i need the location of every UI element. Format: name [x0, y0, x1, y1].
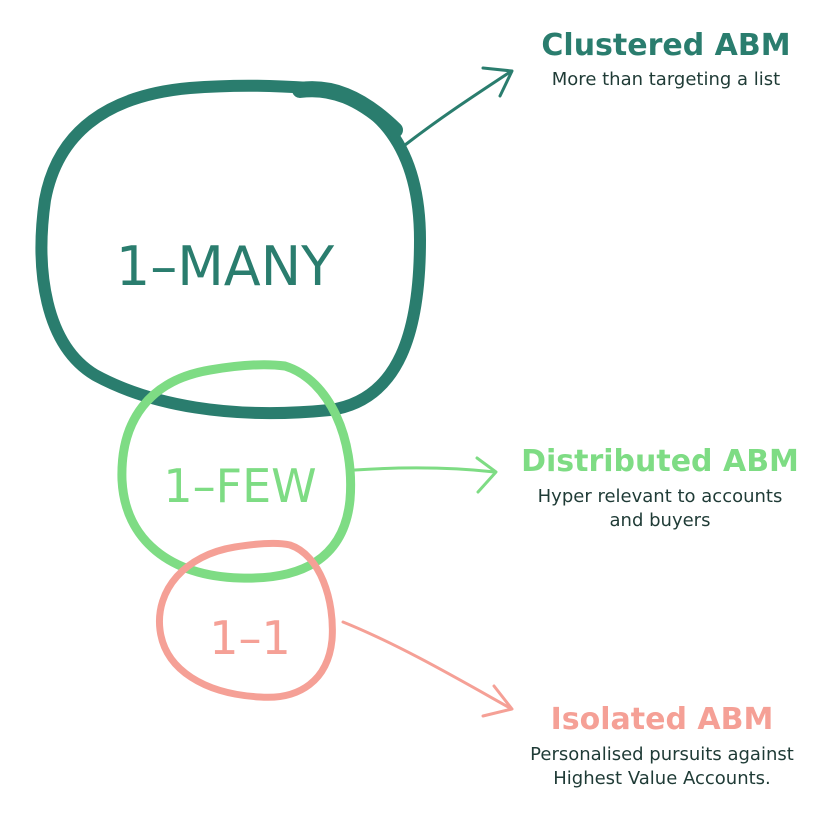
clustered-arrow-line — [403, 70, 512, 147]
one-to-one-group: 1–1 — [155, 539, 336, 701]
one-to-one-circle — [155, 539, 336, 701]
distributed-title: Distributed ABM — [521, 444, 799, 479]
distributed-annotation: Distributed ABM Hyper relevant to accoun… — [521, 444, 799, 531]
one-to-many-label: 1–MANY — [116, 235, 335, 298]
distributed-subtitle-line-1: Hyper relevant to accounts — [538, 486, 783, 507]
one-to-few-circle — [117, 360, 356, 583]
isolated-subtitle-line-1: Personalised pursuits against — [530, 744, 794, 765]
one-to-few-group: 1–FEW — [117, 360, 356, 583]
one-to-many-stroke-overlap — [292, 81, 403, 138]
isolated-arrow — [341, 620, 514, 718]
isolated-annotation: Isolated ABM Personalised pursuits again… — [530, 702, 794, 789]
distributed-arrow — [353, 456, 498, 494]
clustered-title: Clustered ABM — [541, 28, 790, 63]
clustered-subtitle-line: More than targeting a list — [552, 69, 780, 90]
isolated-title: Isolated ABM — [551, 702, 774, 737]
distributed-arrow-head — [475, 456, 498, 494]
isolated-subtitle-line-2: Highest Value Accounts. — [553, 768, 771, 789]
isolated-arrow-head — [481, 684, 514, 718]
one-to-few-label: 1–FEW — [163, 459, 316, 513]
clustered-arrow — [403, 66, 514, 147]
isolated-arrow-line — [341, 620, 512, 710]
distributed-subtitle-line-2: and buyers — [610, 510, 711, 531]
one-to-one-label: 1–1 — [209, 611, 291, 665]
distributed-arrow-line — [353, 466, 497, 474]
one-to-many-group: 1–MANY — [35, 79, 426, 420]
clustered-arrow-head — [481, 66, 514, 98]
clustered-annotation: Clustered ABM More than targeting a list — [541, 28, 790, 90]
one-to-many-circle — [35, 79, 426, 420]
